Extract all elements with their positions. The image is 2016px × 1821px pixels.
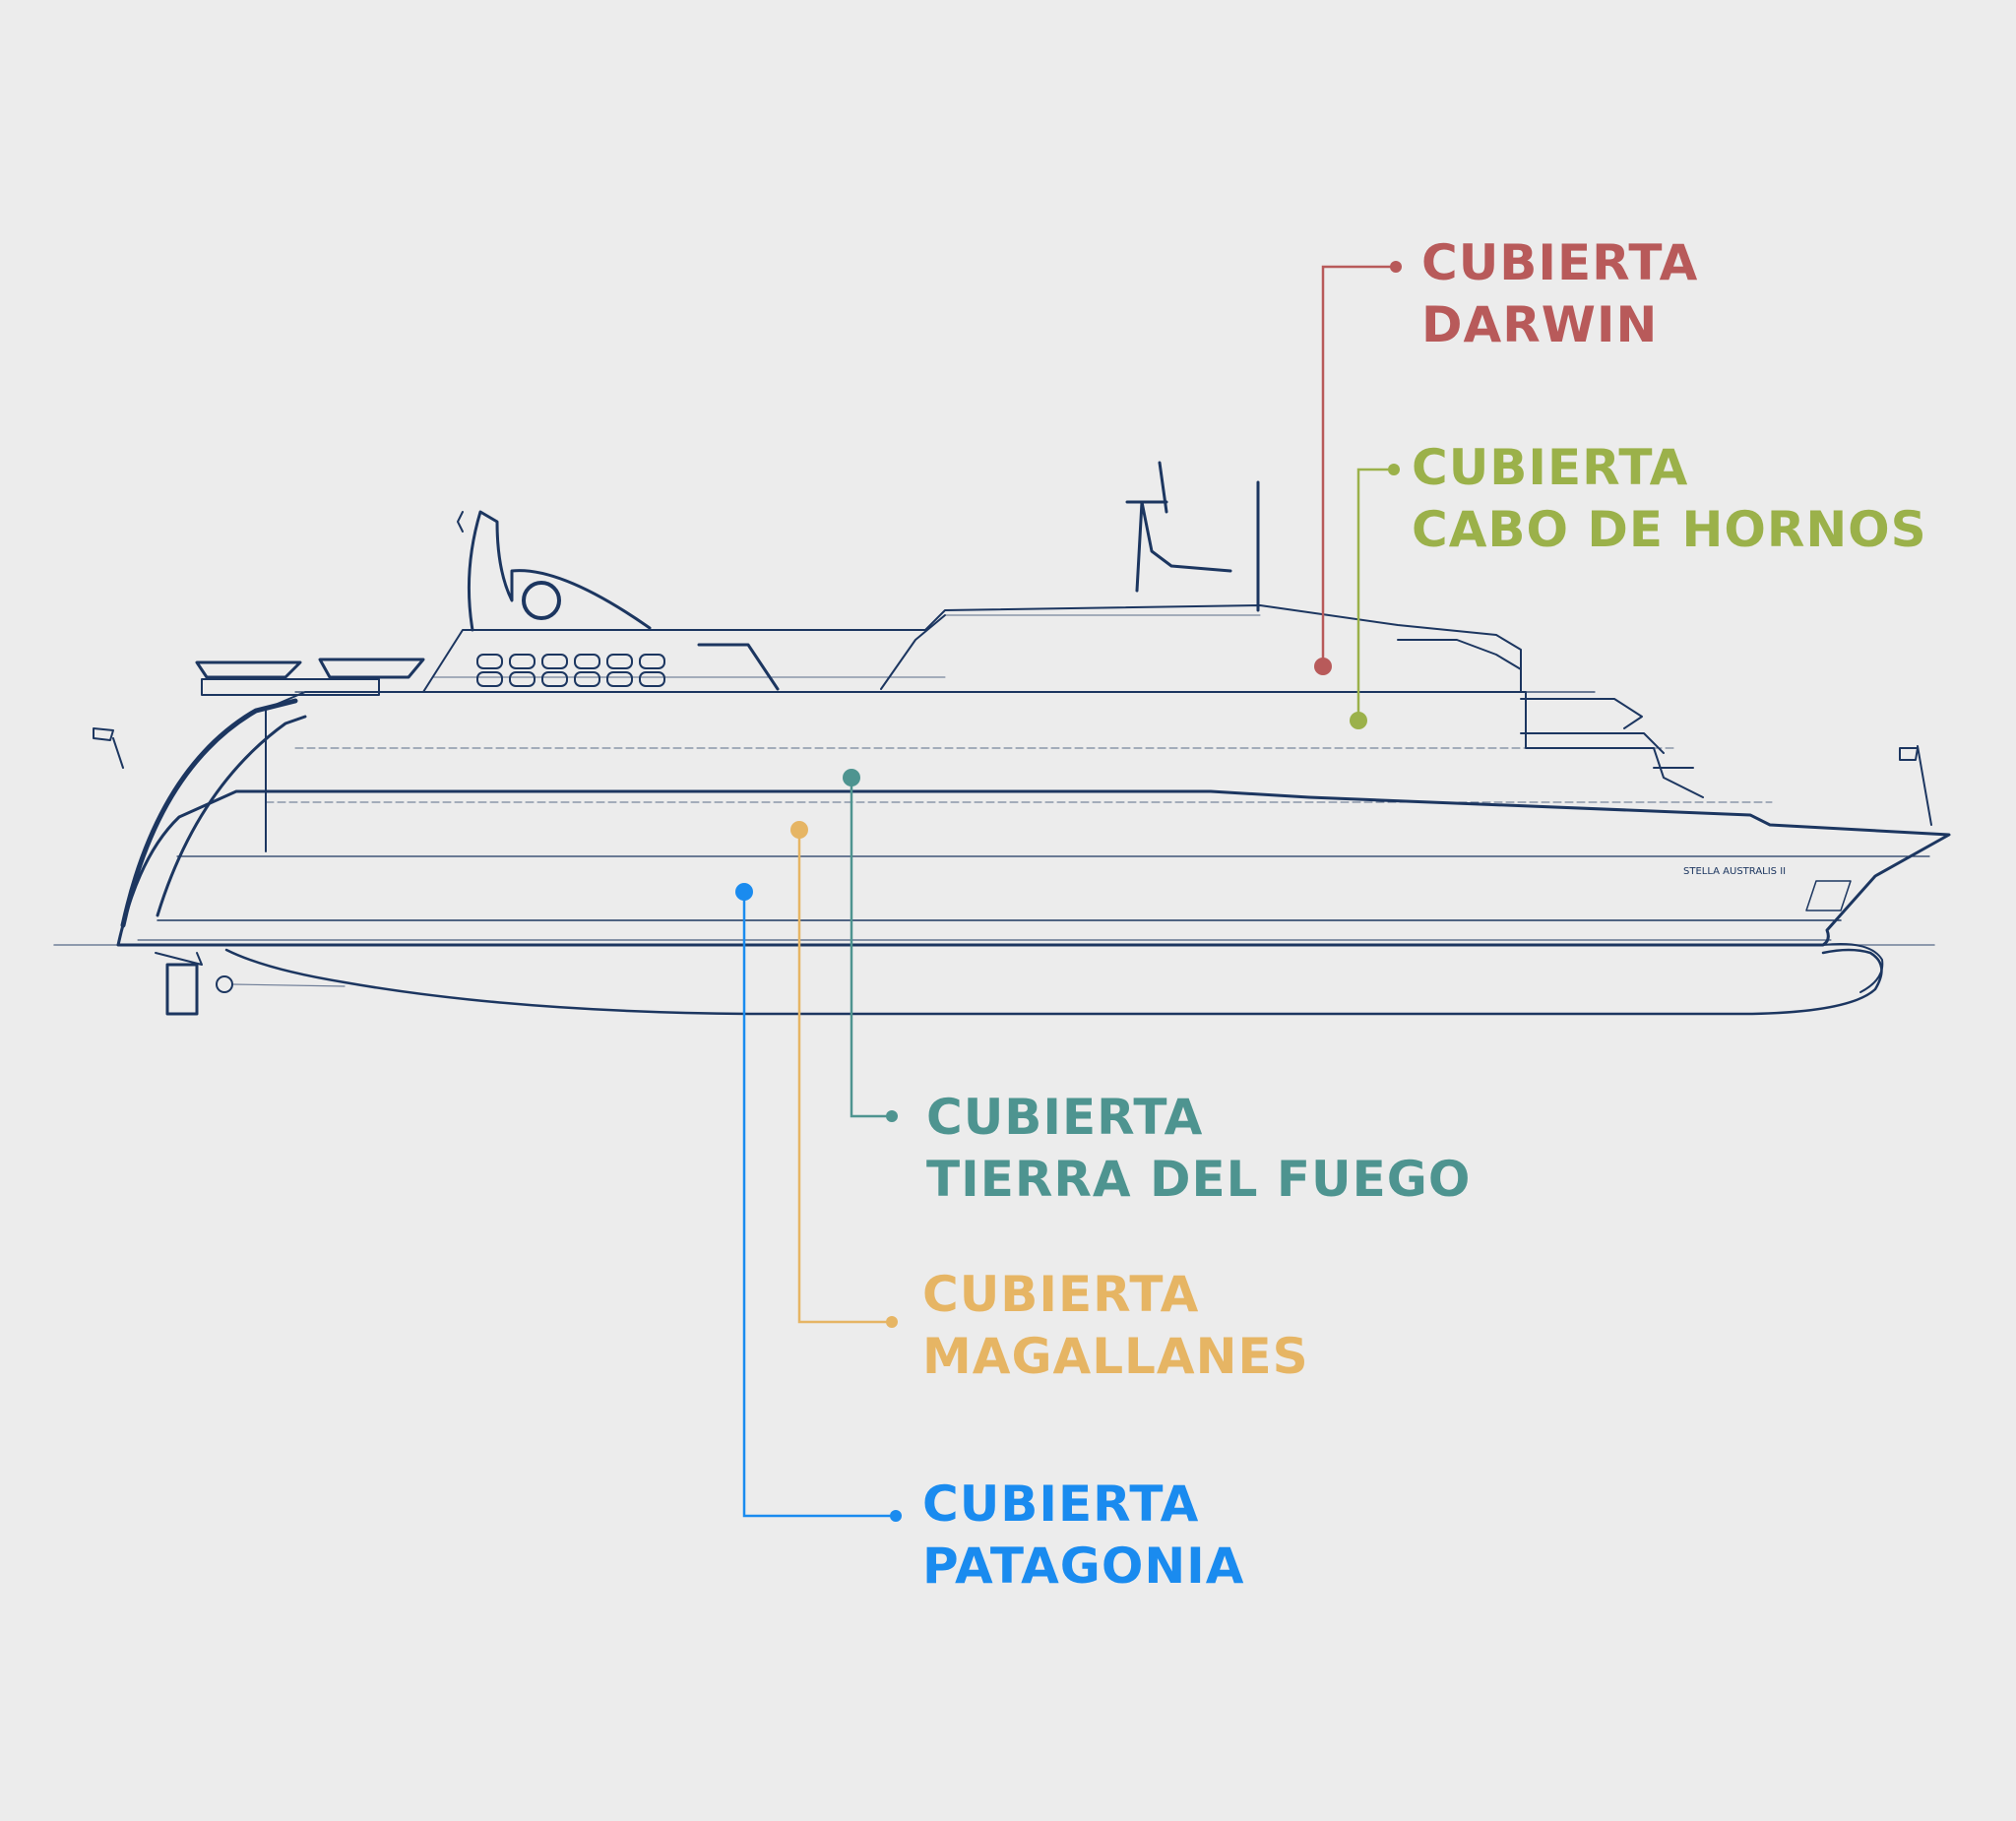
deck-label-patagonia: CUBIERTA PATAGONIA (922, 1474, 1244, 1598)
deck-label-cabo-de-hornos: CUBIERTA CABO DE HORNOS (1412, 437, 1927, 561)
lifeboat-1 (195, 660, 302, 679)
deck-label-darwin-line1: CUBIERTA (1421, 234, 1699, 291)
leader-fuego (850, 778, 892, 1118)
tender-deck (201, 678, 380, 696)
rudder (165, 963, 199, 1016)
stern-flag (93, 727, 124, 769)
stern-arch (120, 698, 298, 928)
stern-arch-inner (156, 715, 307, 917)
funnel (467, 510, 652, 632)
deck-label-magallanes: CUBIERTA MAGALLANES (922, 1264, 1309, 1388)
deck-label-patagonia-line2: PATAGONIA (922, 1538, 1245, 1595)
hull-window (1805, 880, 1852, 911)
funnel-logo (522, 581, 561, 620)
deck-label-patagonia-line1: CUBIERTA (922, 1476, 1200, 1533)
bow-bulb (1822, 943, 1884, 993)
deck-label-darwin: CUBIERTA DARWIN (1421, 232, 1698, 356)
funnel-flag (457, 511, 464, 533)
mast (1125, 461, 1232, 593)
leader-patagonia (742, 892, 896, 1518)
lifeboat-2 (318, 658, 425, 679)
deck-label-magallanes-line1: CUBIERTA (922, 1266, 1200, 1323)
rudder-post (155, 952, 203, 966)
ship-name-text: STELLA AUSTRALIS II (1683, 866, 1786, 877)
ship-keel (224, 948, 1883, 1016)
leader-darwin (1321, 265, 1396, 666)
deck-label-fuego-line1: CUBIERTA (926, 1089, 1204, 1146)
deck-label-tierra-del-fuego: CUBIERTA TIERRA DEL FUEGO (926, 1087, 1471, 1211)
leader-cabo (1356, 468, 1394, 721)
deck-label-fuego-line2: TIERRA DEL FUEGO (926, 1151, 1472, 1208)
deck-label-darwin-line2: DARWIN (1421, 296, 1659, 353)
bow-flag (1899, 745, 1932, 826)
deck-label-cabo-line1: CUBIERTA (1412, 439, 1689, 496)
bridge (1397, 639, 1694, 769)
deck-label-magallanes-line2: MAGALLANES (922, 1328, 1309, 1385)
superstructure-upper (422, 604, 1522, 693)
deck-label-cabo-line2: CABO DE HORNOS (1412, 501, 1927, 558)
liferafts (476, 654, 665, 687)
leader-magallanes (797, 830, 892, 1324)
